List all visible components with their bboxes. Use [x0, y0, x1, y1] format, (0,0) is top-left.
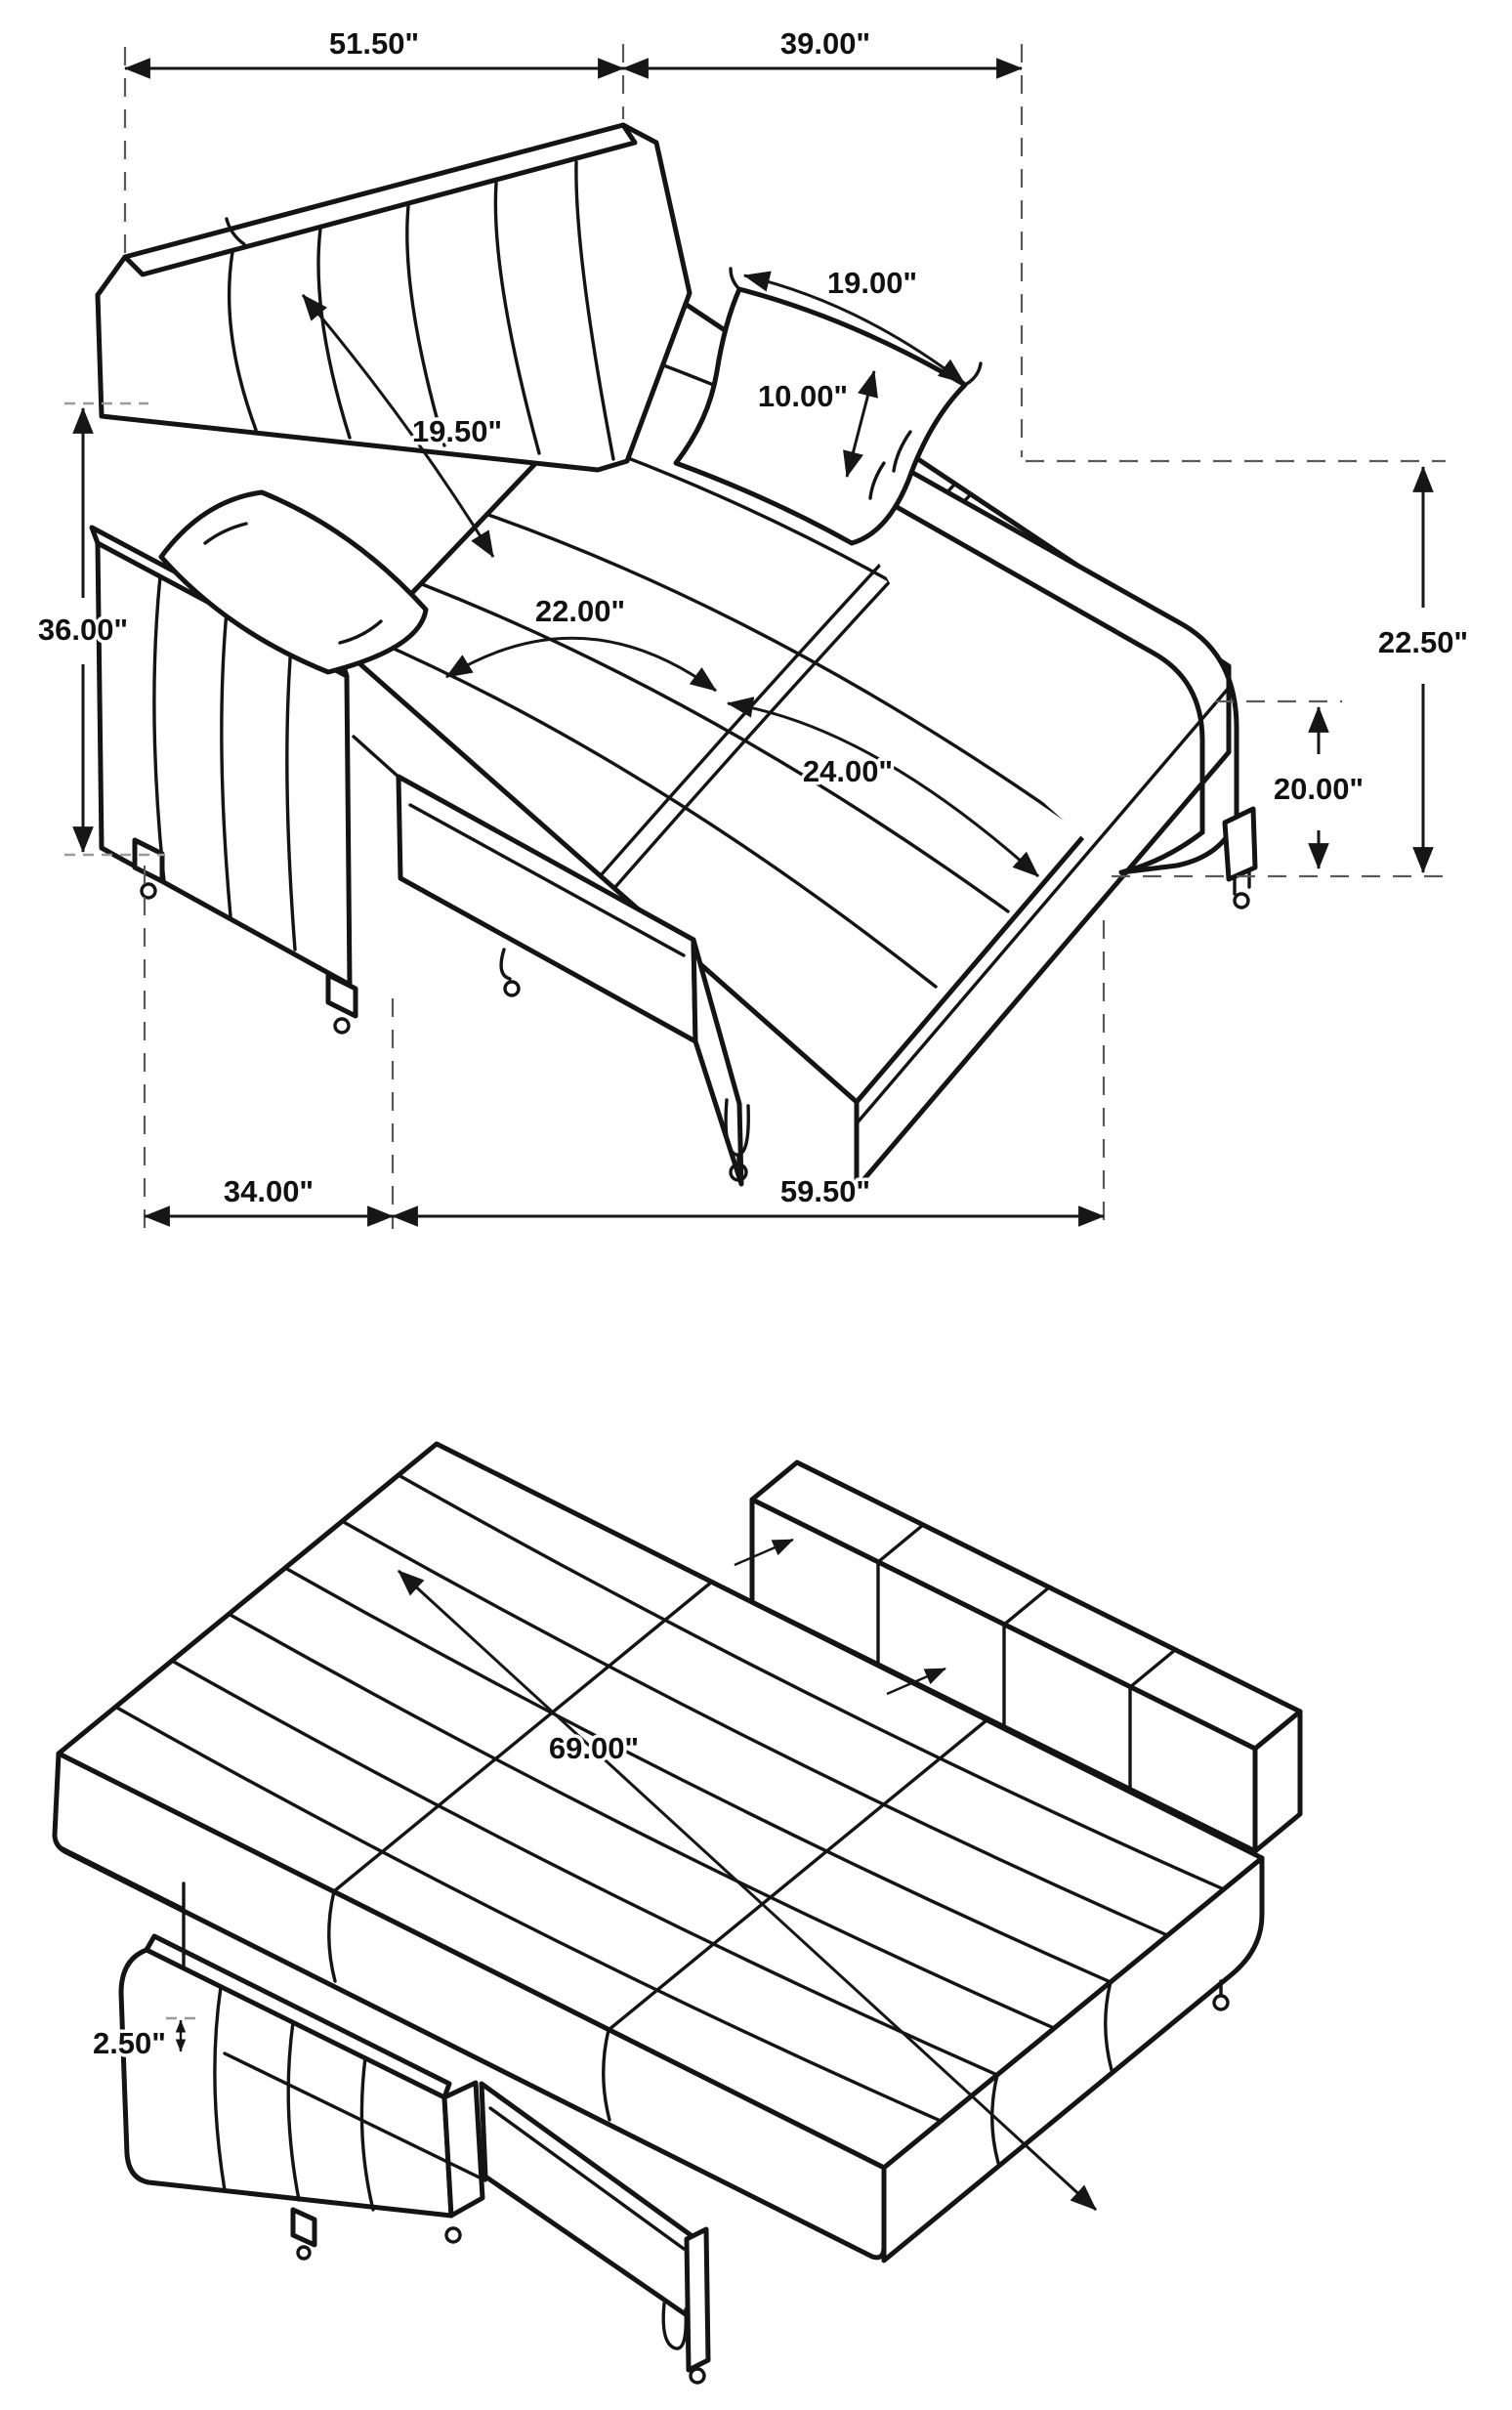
dim-label-pillow-width: 19.00"	[827, 266, 917, 300]
flat-arm-caster-2	[444, 2226, 462, 2244]
drawer-caster-hook	[499, 948, 512, 981]
backrest-outline	[95, 122, 693, 473]
right-frame-corner	[1222, 806, 1258, 882]
dim-line-pullout-depth	[726, 697, 1040, 878]
left-arm-stripe	[152, 574, 166, 883]
dim-label-bed-length: 69.00"	[549, 1731, 639, 1765]
left-front-leg	[132, 837, 165, 884]
right-arm-outer-edge	[837, 429, 1239, 822]
left-arm-stripe	[220, 610, 232, 918]
dim-label-platform-height: 20.00"	[1274, 772, 1364, 806]
backrest-stripe	[227, 250, 258, 432]
backrest-top-edge	[122, 122, 638, 277]
flat-arm-stripe	[213, 1985, 227, 2192]
dim-label-pillow-height: 10.00"	[758, 379, 848, 413]
left-front-leg-2	[325, 972, 358, 1019]
dim-line-pillow-width	[742, 271, 965, 385]
dim-label-leg-height: 2.50"	[93, 2026, 166, 2060]
dim-line-bed-length	[397, 1569, 1098, 2212]
flat-arm-stripe	[286, 2020, 301, 2202]
lumbar-pillow	[158, 489, 429, 675]
left-arm-stripe	[285, 644, 297, 951]
cushion-fold-arrow	[734, 1538, 794, 1567]
frame-caster-wheel	[729, 1163, 748, 1182]
flat-arm-caster	[296, 2245, 312, 2261]
right-arm-occluder	[826, 432, 1237, 872]
frame-pull-strap	[724, 1098, 750, 1157]
dim-label-backrest-length: 19.50"	[412, 414, 502, 448]
pillow-corner-curl	[963, 361, 983, 387]
flat-center-caster	[689, 2367, 706, 2385]
lumbar-fold-mark	[338, 619, 383, 645]
left-caster-wheel-2	[333, 1017, 351, 1035]
dim-line-pillow-height	[843, 369, 878, 479]
left-caster-wheel	[140, 882, 157, 900]
dim-label-extended-depth: 59.50"	[780, 1174, 870, 1208]
drawer-side-face	[691, 937, 744, 1187]
backrest-fold-mark	[225, 217, 246, 246]
frame-panel-bottom-edge	[854, 663, 1232, 1191]
flat-left-arm-end	[441, 2080, 485, 2219]
right-caster-wheel	[1233, 892, 1250, 909]
drawer-caster-wheel	[503, 980, 521, 997]
dim-label-seat-depth: 22.00"	[535, 594, 625, 628]
flat-arm-stripe	[359, 2055, 375, 2212]
dim-line-seat-depth	[445, 636, 717, 693]
dim-label-front-width: 39.00"	[780, 26, 870, 61]
bed-face-seam	[1104, 1980, 1113, 2072]
dim-label-overall-height: 36.00"	[38, 613, 128, 647]
dim-label-pullout-depth: 24.00"	[803, 754, 893, 788]
headboard-end-face	[1252, 1709, 1303, 1854]
pillow-fold-mark	[868, 461, 886, 500]
bed-face-seam	[327, 1889, 337, 1983]
dim-line-backrest-length	[301, 294, 495, 558]
flat-pull-strap	[661, 2302, 688, 2350]
right-frame-leg	[1233, 870, 1251, 896]
backrest-stripe	[493, 181, 541, 455]
flat-arm-leg	[290, 2207, 317, 2248]
dim-label-arm-height: 22.50"	[1378, 625, 1468, 659]
base-lip-line	[352, 735, 402, 781]
right-arm-inner-edge	[823, 464, 1205, 835]
bottom-view-drawing: 69.00" 2.50"	[52, 1441, 1303, 2385]
drawer-inset-line	[408, 803, 686, 957]
pillow-corner-curl	[729, 267, 741, 291]
backrest-stripe	[574, 160, 615, 461]
flat-center-leg	[684, 2226, 711, 2373]
lumbar-fold-mark	[203, 522, 248, 545]
top-view-drawing: 51.50" 39.00" 19.00" 10.00" 19.50" 36.00…	[34, 23, 1472, 1229]
dim-label-base-depth: 34.00"	[224, 1174, 314, 1208]
headboard-divider	[1128, 1648, 1177, 1792]
pillow-fold-mark	[892, 430, 912, 473]
dim-label-back-width: 51.50"	[329, 26, 419, 61]
flat-right-caster	[1212, 1994, 1230, 2011]
frame-panel-inner-line	[855, 686, 1231, 1125]
